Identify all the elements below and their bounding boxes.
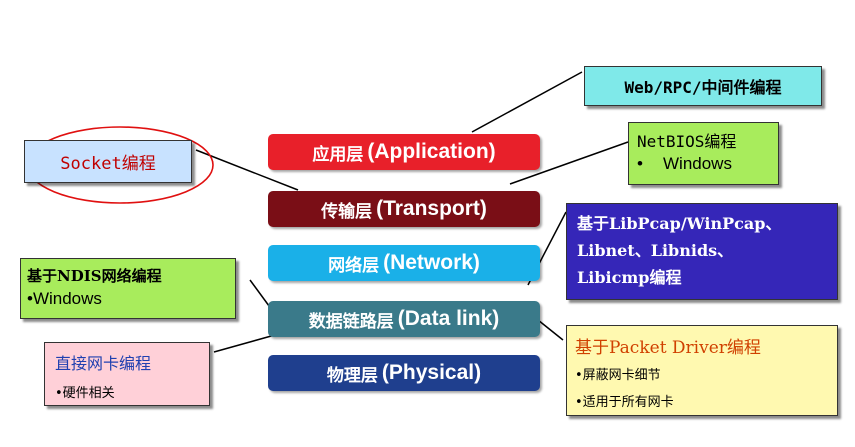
layer-data-link: 数据链路层 (Data link) [268, 301, 540, 337]
callout-web-rpc: Web/RPC/中间件编程 [584, 66, 822, 106]
layer-application-en: (Application) [367, 140, 496, 163]
callout-web-rpc-title: Web/RPC/中间件编程 [624, 78, 782, 97]
layer-network-en: (Network) [383, 251, 480, 274]
connector-web-rpc [471, 71, 583, 133]
callout-socket: Socket编程 [24, 140, 192, 183]
layer-application: 应用层 (Application) [268, 134, 540, 170]
layer-transport-en: (Transport) [376, 197, 487, 220]
callout-libpcap-line3: Libicmp编程 [577, 268, 682, 287]
callout-packet-driver: 基于Packet Driver编程 •屏蔽网卡细节 •适用于所有网卡 [566, 325, 838, 416]
layer-physical-cn: 物理层 [326, 365, 378, 386]
callout-netbios-bullet: Windows [663, 154, 732, 173]
callout-libpcap: 基于LibPcap/WinPcap、 Libnet、Libnids、 Libic… [566, 203, 838, 300]
layer-physical: 物理层 (Physical) [268, 355, 540, 391]
callout-ndis-title: 基于NDIS网络编程 [27, 267, 162, 285]
callout-packet-driver-bullet2: •适用于所有网卡 [575, 395, 674, 410]
layer-data-link-cn: 数据链路层 [308, 311, 394, 332]
callout-ndis-bullet: •Windows [27, 289, 102, 308]
callout-packet-driver-bullet1: •屏蔽网卡细节 [575, 368, 661, 383]
callout-direct-nic-bullet: •硬件相关 [55, 386, 115, 401]
layer-transport-cn: 传输层 [321, 201, 373, 222]
callout-netbios: NetBIOS编程 • Windows [628, 122, 779, 185]
callout-netbios-title: NetBIOS编程 [637, 132, 737, 151]
callout-ndis: 基于NDIS网络编程 •Windows [20, 258, 236, 319]
layer-data-link-en: (Data link) [397, 307, 500, 330]
callout-netbios-bullet-row: • Windows [637, 154, 770, 174]
callout-libpcap-line2: Libnet、Libnids、 [577, 241, 734, 260]
bullet-dot: • [637, 154, 643, 173]
layer-network: 网络层 (Network) [268, 245, 540, 281]
callout-direct-nic: 直接网卡编程 •硬件相关 [44, 342, 210, 406]
layer-network-cn: 网络层 [328, 255, 380, 276]
callout-direct-nic-title: 直接网卡编程 [55, 354, 152, 373]
callout-socket-title: Socket编程 [60, 154, 156, 174]
connector-netbios [509, 141, 629, 185]
layer-physical-en: (Physical) [381, 361, 482, 384]
callout-libpcap-line1: 基于LibPcap/WinPcap、 [577, 214, 782, 233]
layer-transport: 传输层 (Transport) [268, 191, 540, 227]
connector-socket [195, 149, 299, 191]
callout-packet-driver-title: 基于Packet Driver编程 [575, 338, 761, 358]
layer-application-cn: 应用层 [312, 144, 364, 165]
